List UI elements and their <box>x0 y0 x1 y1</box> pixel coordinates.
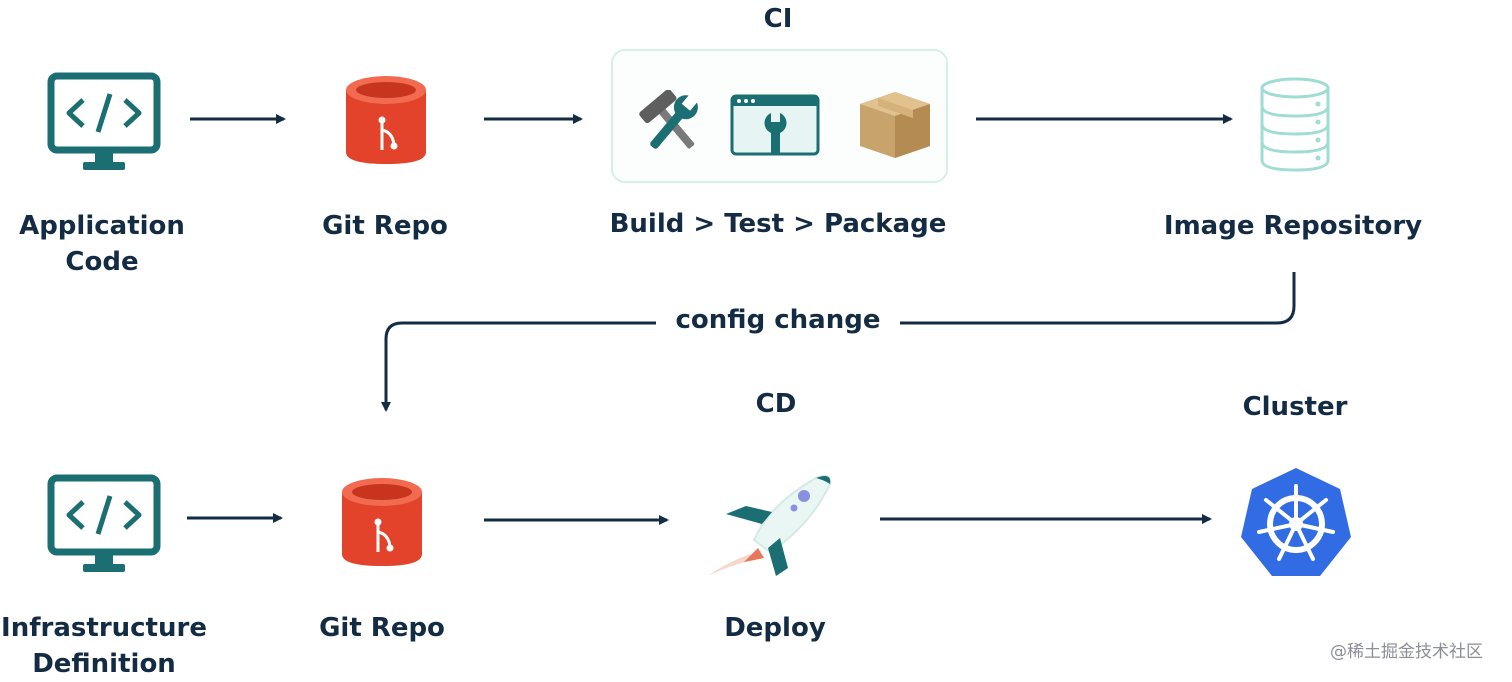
cd-header: CD <box>755 389 797 419</box>
git-repo-label-bottom: Git Repo <box>319 613 445 643</box>
config-change-connector <box>381 272 1296 412</box>
hammer-wrench-icon <box>639 90 700 149</box>
git-repo-icon <box>342 478 422 566</box>
browser-wrench-icon <box>730 94 820 156</box>
cluster-header: Cluster <box>1242 392 1348 422</box>
deploy-label: Deploy <box>724 613 826 643</box>
database-icon <box>1260 77 1330 172</box>
build-test-package-label: Build > Test > Package <box>609 209 947 239</box>
box-icon <box>860 92 930 158</box>
watermark: @稀土掘金技术社区 <box>1330 642 1483 662</box>
code-monitor-icon <box>47 72 161 170</box>
image-repository-label: Image Repository <box>1163 211 1423 241</box>
git-repo-icon <box>346 76 426 164</box>
kubernetes-icon <box>1241 468 1351 576</box>
ci-header: CI <box>763 4 793 34</box>
application-code-label: Application Code <box>19 211 185 277</box>
rocket-icon <box>708 475 832 576</box>
git-repo-label-top: Git Repo <box>322 211 448 241</box>
code-monitor-icon <box>47 474 161 572</box>
config-change-label: config change <box>656 302 900 338</box>
infrastructure-definition-label: Infrastructure Definition <box>1 613 207 679</box>
